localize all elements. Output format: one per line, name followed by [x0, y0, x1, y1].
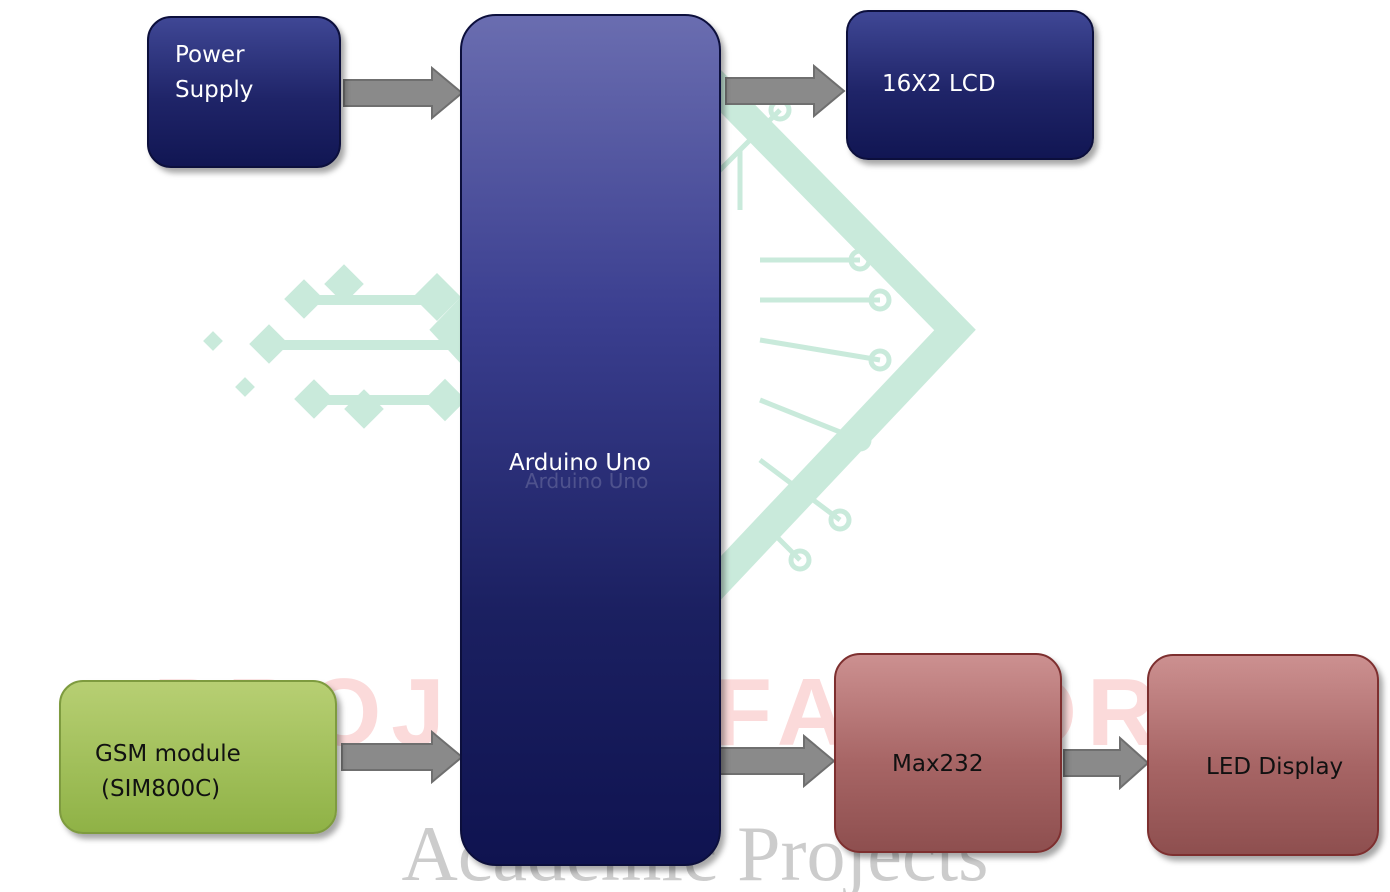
max232-block: Max232	[834, 653, 1062, 853]
arduino-uno-label: Arduino Uno	[509, 450, 651, 476]
power-supply-block: Power Supply	[147, 16, 341, 168]
power-supply-label-line2: Supply	[175, 77, 254, 103]
gsm-module-block: GSM module (SIM800C)	[59, 680, 337, 834]
led-display-label: LED Display	[1206, 754, 1344, 780]
led-display-block: LED Display	[1147, 654, 1379, 856]
arduino-ghost-label: Arduino Uno	[525, 469, 649, 493]
arrow-gsm-to-arduino	[341, 730, 464, 784]
gsm-label-line1: GSM module	[95, 741, 241, 767]
max232-label: Max232	[892, 751, 984, 777]
arrow-arduino-to-max232	[719, 734, 836, 788]
arduino-uno-block: Arduino Uno Arduino Uno	[460, 14, 721, 866]
gsm-label-line2: (SIM800C)	[101, 776, 221, 802]
lcd-block: 16X2 LCD	[846, 10, 1094, 160]
power-supply-label-line1: Power	[175, 42, 245, 68]
arrow-max232-to-led	[1063, 736, 1150, 790]
arrow-power-to-arduino	[343, 66, 464, 120]
arrow-arduino-to-lcd	[725, 64, 846, 118]
lcd-label: 16X2 LCD	[882, 71, 996, 97]
